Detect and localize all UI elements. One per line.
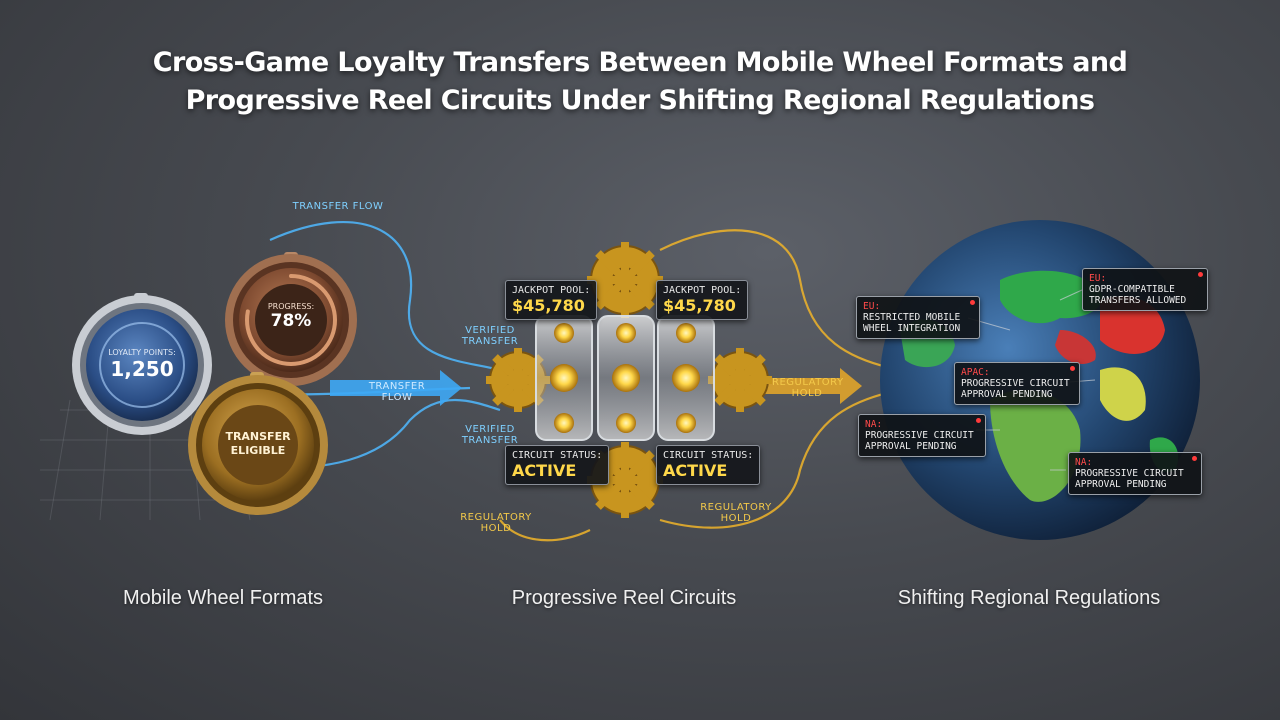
loyalty-points-label: LOYALTY POINTS:	[92, 348, 192, 357]
regulation-text: RESTRICTED MOBILE WHEEL INTEGRATION	[863, 312, 960, 334]
regulatory-hold-label-1: REGULATORY HOLD	[460, 512, 532, 534]
regulation-na-left: NA: PROGRESSIVE CIRCUIT APPROVAL PENDING	[858, 414, 986, 457]
jackpot-pool-value: $45,780	[512, 297, 590, 315]
regulatory-hold-label-2: REGULATORY HOLD	[700, 502, 772, 524]
alert-dot-icon	[1198, 272, 1203, 277]
transfer-eligible-label: TRANSFER ELIGIBLE	[225, 430, 290, 457]
progress-text: PROGRESS: 78%	[251, 302, 331, 331]
region-label: NA:	[1075, 457, 1195, 468]
alert-dot-icon	[1192, 456, 1197, 461]
circuit-status-box-1: CIRCUIT STATUS: ACTIVE	[505, 445, 609, 485]
alert-dot-icon	[970, 300, 975, 305]
loyalty-points-text: LOYALTY POINTS: 1,250	[92, 348, 192, 381]
regulatory-hold-label-3: REGULATORY HOLD	[772, 377, 842, 399]
jackpot-pool-box-2: JACKPOT POOL: $45,780	[656, 280, 748, 320]
region-label: EU:	[1089, 273, 1201, 284]
regulation-eu-restricted: EU: RESTRICTED MOBILE WHEEL INTEGRATION	[856, 296, 980, 339]
verified-transfer-label-1: VERIFIED TRANSFER	[460, 325, 520, 347]
region-label: NA:	[865, 419, 979, 430]
alert-dot-icon	[976, 418, 981, 423]
loyalty-points-value: 1,250	[92, 357, 192, 381]
regulation-na-right: NA: PROGRESSIVE CIRCUIT APPROVAL PENDING	[1068, 452, 1202, 495]
jackpot-pool-value: $45,780	[663, 297, 741, 315]
verified-transfer-label-2: VERIFIED TRANSFER	[460, 424, 520, 446]
regulation-text: PROGRESSIVE CIRCUIT APPROVAL PENDING	[1075, 468, 1184, 490]
jackpot-pool-box-1: JACKPOT POOL: $45,780	[505, 280, 597, 320]
section-label-regional-regulations: Shifting Regional Regulations	[869, 587, 1189, 610]
alert-dot-icon	[1070, 366, 1075, 371]
circuit-status-value: ACTIVE	[663, 462, 753, 480]
regulation-text: PROGRESSIVE CIRCUIT APPROVAL PENDING	[961, 378, 1070, 400]
regulation-apac: APAC: PROGRESSIVE CIRCUIT APPROVAL PENDI…	[954, 362, 1080, 405]
regulation-eu-gdpr: EU: GDPR-COMPATIBLE TRANSFERS ALLOWED	[1082, 268, 1208, 311]
progress-value: 78%	[251, 311, 331, 331]
transfer-flow-mid-label: TRANSFER FLOW	[352, 381, 442, 403]
regulation-text: GDPR-COMPATIBLE TRANSFERS ALLOWED	[1089, 284, 1186, 306]
region-label: APAC:	[961, 367, 1073, 378]
region-label: EU:	[863, 301, 973, 312]
progress-label: PROGRESS:	[251, 302, 331, 311]
transfer-flow-top-label: TRANSFER FLOW	[288, 201, 388, 212]
circuit-status-box-2: CIRCUIT STATUS: ACTIVE	[656, 445, 760, 485]
regulation-text: PROGRESSIVE CIRCUIT APPROVAL PENDING	[865, 430, 974, 452]
section-label-mobile-wheel: Mobile Wheel Formats	[63, 587, 383, 610]
circuit-status-value: ACTIVE	[512, 462, 602, 480]
section-label-progressive-reel: Progressive Reel Circuits	[464, 587, 784, 610]
transfer-eligible-text: TRANSFER ELIGIBLE	[223, 430, 293, 458]
